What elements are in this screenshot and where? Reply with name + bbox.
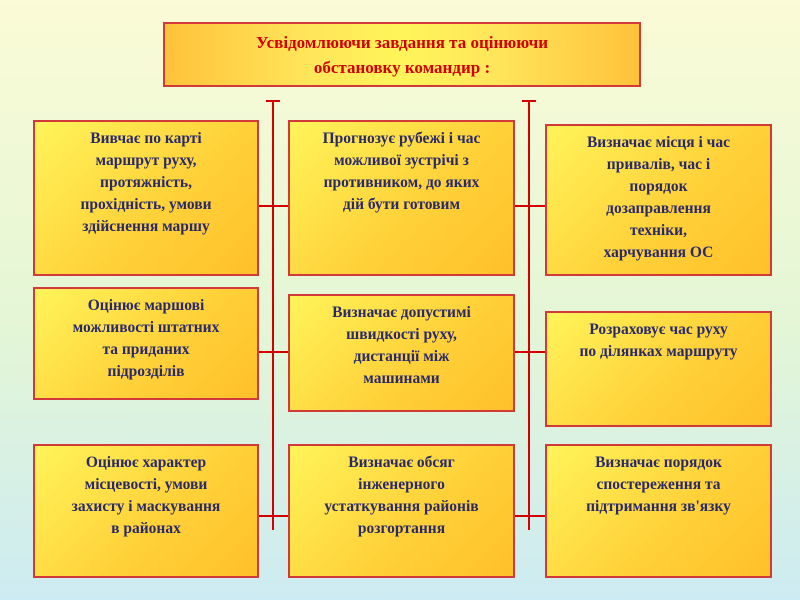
box-movement-time: Розраховує час руху по ділянках маршруту — [545, 311, 772, 427]
box-halts-refueling: Визначає місця і час привалів, час і пор… — [545, 124, 772, 276]
box-forecast-lines-text: Прогнозує рубежі і час можливої зустрічі… — [322, 130, 481, 213]
box-halts-refueling-text: Визначає місця і час привалів, час і пор… — [586, 134, 731, 261]
connector-row2-right — [515, 351, 545, 353]
box-study-route-text: Вивчає по карті маршрут руху, протяжніст… — [80, 130, 212, 235]
connector-left-top-stub — [266, 100, 280, 102]
connector-row2-left — [258, 351, 288, 353]
box-engineering-equipment: Визначає обсяг інженерного устаткування … — [288, 444, 515, 578]
box-observation-communication-text: Визначає порядок спостереження та підтри… — [586, 454, 731, 515]
box-march-capabilities: Оцінює маршові можливості штатних та при… — [33, 287, 259, 400]
box-terrain-character-text: Оцінює характер місцевості, умови захист… — [71, 454, 221, 537]
diagram-title: Усвідомлюючи завдання та оцінюючи обстан… — [255, 33, 548, 77]
connector-left-vertical — [272, 100, 274, 530]
box-study-route: Вивчає по карті маршрут руху, протяжніст… — [33, 120, 259, 276]
connector-row3-left — [258, 515, 288, 517]
box-observation-communication: Визначає порядок спостереження та підтри… — [545, 444, 772, 578]
diagram-title-box: Усвідомлюючи завдання та оцінюючи обстан… — [163, 22, 641, 87]
box-march-capabilities-text: Оцінює маршові можливості штатних та при… — [72, 297, 220, 380]
box-engineering-equipment-text: Визначає обсяг інженерного устаткування … — [324, 454, 479, 537]
box-movement-time-text: Розраховує час руху по ділянках маршруту — [579, 321, 738, 360]
connector-row1-right — [513, 205, 545, 207]
box-forecast-lines: Прогнозує рубежі і час можливої зустрічі… — [288, 120, 515, 276]
connector-right-top-stub — [522, 100, 536, 102]
box-speeds-distances-text: Визначає допустимі швидкості руху, диста… — [332, 304, 471, 387]
connector-row1-left — [258, 205, 288, 207]
connector-row3-right — [515, 515, 545, 517]
connector-right-vertical — [528, 100, 530, 530]
box-terrain-character: Оцінює характер місцевості, умови захист… — [33, 444, 259, 578]
box-speeds-distances: Визначає допустимі швидкості руху, диста… — [288, 294, 515, 412]
